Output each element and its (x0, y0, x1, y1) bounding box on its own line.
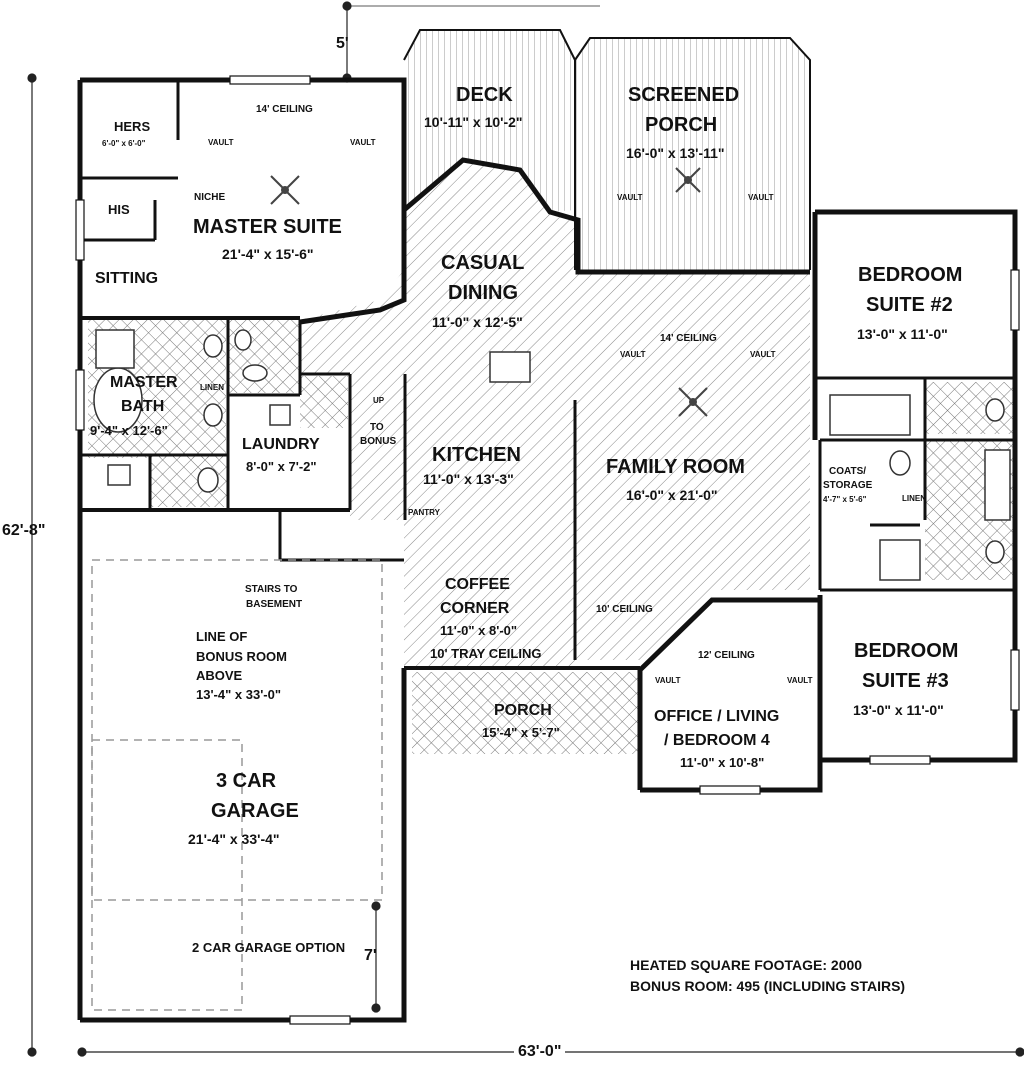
vault-icon: VAULT (350, 138, 376, 147)
deck-name: DECK (456, 84, 513, 106)
bonus-line-l1: LINE OF (196, 629, 248, 644)
office-size: 11'-0" x 10'-8" (680, 755, 765, 770)
coats-linen: LINEN (902, 494, 926, 503)
dimension-garage-offset: 7' (364, 947, 377, 964)
dimension-lines (27, 1, 1024, 1057)
vault-icon: VAULT (617, 193, 643, 202)
bedroom2-name1: BEDROOM (858, 264, 963, 286)
screened-porch-size: 16'-0" x 13'-11" (626, 145, 725, 161)
porch-name: PORCH (494, 702, 552, 719)
windows (75, 75, 1020, 1025)
office-name1: OFFICE / LIVING (654, 708, 780, 725)
walls (77, 29, 1018, 1023)
vault-icon: VAULT (750, 350, 776, 359)
master-bath-size: 9'-4" x 12'-6" (90, 423, 168, 438)
master-bath-linen: LINEN (200, 383, 224, 392)
casual-dining-name1: CASUAL (441, 252, 525, 274)
screened-porch-name2: PORCH (645, 114, 718, 136)
bedroom2-name2: SUITE #2 (866, 294, 953, 316)
bonus-line-l2: BONUS ROOM (196, 649, 287, 664)
dimension-bottom: 63'-0" (514, 1043, 566, 1062)
garage-name1: 3 CAR (216, 770, 277, 792)
bonus-footage-note: BONUS ROOM: 495 (INCLUDING STAIRS) (630, 978, 906, 994)
family-ceiling-label: 14' CEILING (660, 333, 717, 344)
floor-fills (88, 30, 1015, 754)
stairs-basement-line2: BASEMENT (246, 599, 303, 610)
dimension-top: 5' (336, 35, 349, 52)
coffee-corner-name2: CORNER (440, 600, 510, 617)
vault-icon: VAULT (655, 676, 681, 685)
casual-dining-name2: DINING (448, 282, 518, 304)
coffee-corner-size: 11'-0" x 8'-0" (440, 623, 518, 638)
bedroom2-size: 13'-0" x 11'-0" (857, 326, 948, 342)
dimension-left: 62'-8" (2, 522, 46, 539)
coats-name2: STORAGE (823, 480, 873, 491)
laundry-size: 8'-0" x 7'-2" (246, 459, 317, 474)
vault-icon: VAULT (620, 350, 646, 359)
coats-name1: COATS/ (829, 466, 867, 477)
screened-porch-name1: SCREENED (628, 84, 740, 106)
kitchen-size: 11'-0" x 13'-3" (423, 471, 514, 487)
master-suite-size: 21'-4" x 15'-6" (222, 246, 314, 262)
bedroom3-name1: BEDROOM (854, 640, 959, 662)
bonus-room-outline (91, 559, 383, 1011)
stairs-up-label: UP (373, 396, 385, 405)
sitting-label: SITTING (95, 270, 159, 287)
master-bath-name1: MASTER (110, 374, 178, 391)
fixtures (93, 329, 1011, 581)
ten-ceiling-label: 10' CEILING (596, 604, 653, 615)
vault-icon: VAULT (787, 676, 813, 685)
bonus-line-size: 13'-4" x 33'-0" (196, 687, 282, 702)
garage-option: 2 CAR GARAGE OPTION (192, 940, 346, 955)
vault-icon: VAULT (208, 138, 234, 147)
master-suite-name: MASTER SUITE (193, 216, 342, 238)
stairs-basement-line1: STAIRS TO (245, 584, 298, 595)
casual-dining-size: 11'-0" x 12'-5" (432, 314, 523, 330)
family-room-name: FAMILY ROOM (606, 456, 745, 478)
ceiling-fans (270, 167, 708, 417)
garage-size: 21'-4" x 33'-4" (188, 831, 280, 847)
pantry-label: PANTRY (408, 508, 440, 517)
laundry-name: LAUNDRY (242, 436, 320, 453)
master-bath-name2: BATH (121, 398, 165, 415)
kitchen-name: KITCHEN (432, 444, 521, 466)
office-name2: / BEDROOM 4 (664, 732, 770, 749)
master-ceiling-label: 14' CEILING (256, 104, 313, 115)
his-closet-label: HIS (108, 202, 130, 217)
hers-closet-size: 6'-0" x 6'-0" (102, 139, 146, 148)
stairs-to-label: TO (370, 422, 384, 433)
bedroom3-size: 13'-0" x 11'-0" (853, 702, 944, 718)
vault-icon: VAULT (748, 193, 774, 202)
deck-size: 10'-11" x 10'-2" (424, 114, 523, 130)
heated-footage-note: HEATED SQUARE FOOTAGE: 2000 (630, 957, 863, 973)
twelve-ceiling-label: 12' CEILING (698, 650, 755, 661)
niche-label: NICHE (194, 192, 226, 203)
garage-name2: GARAGE (211, 800, 299, 822)
bedroom3-name2: SUITE #3 (862, 670, 949, 692)
coffee-corner-ceiling: 10' TRAY CEILING (430, 646, 542, 661)
stairs-bonus-label: BONUS (360, 436, 397, 447)
hers-closet-label: HERS (114, 119, 151, 134)
coffee-corner-name1: COFFEE (445, 576, 510, 593)
family-room-size: 16'-0" x 21'-0" (626, 487, 718, 503)
bonus-line-l3: ABOVE (196, 668, 243, 683)
porch-size: 15'-4" x 5'-7" (482, 725, 560, 740)
coats-size: 4'-7" x 5'-6" (823, 495, 867, 504)
